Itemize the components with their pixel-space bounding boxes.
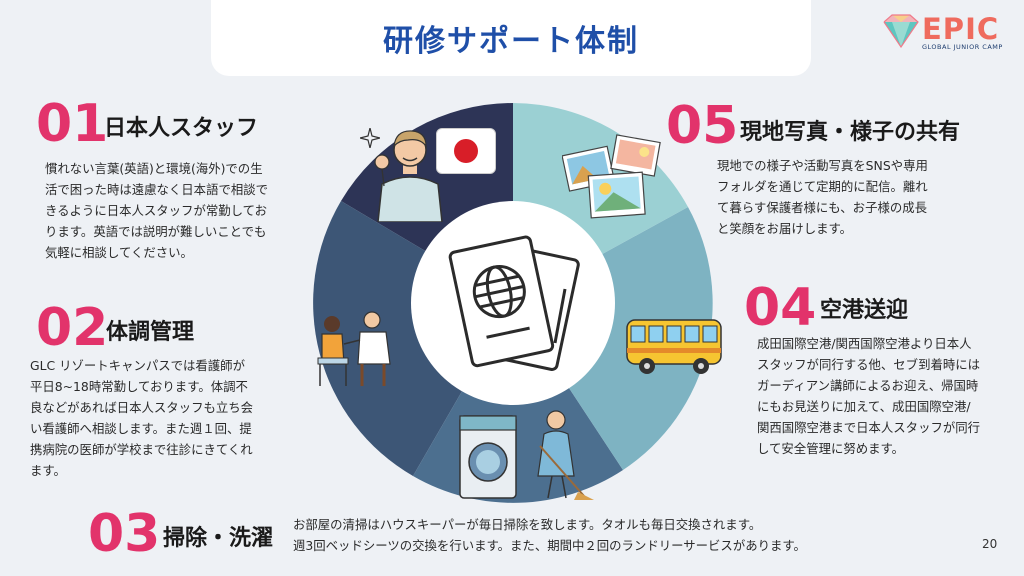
nurse-patient-icon	[317, 311, 391, 386]
text-line: 慣れない言葉(英語)と環境(海外)での生	[45, 161, 263, 176]
text-line: GLC リゾートキャンパスでは看護師が	[30, 358, 245, 373]
epic-logo: EPIC GLOBAL JUNIOR CAMP	[882, 12, 1012, 54]
text-line: にもお見送りに加えて、成田国際空港/	[757, 399, 971, 414]
text-line: 活で困った時は遠慮なく日本語で相談で	[45, 182, 269, 197]
section-01-heading: 日本人スタッフ	[104, 116, 259, 141]
title-banner: 研修サポート体制	[211, 0, 811, 76]
text-line: ます。	[30, 463, 66, 478]
page-title: 研修サポート体制	[383, 24, 639, 59]
text-line: と笑顔をお届けします。	[717, 221, 853, 236]
text-line: 成田国際空港/関西国際空港より日本人	[757, 336, 972, 351]
diamond-logo-icon	[883, 14, 919, 48]
section-04-number: 04	[744, 278, 817, 338]
segment-airport	[513, 207, 713, 470]
logo-word: EPIC	[922, 12, 1000, 46]
text-line: 関西国際空港まで日本人スタッフが同行	[757, 420, 981, 435]
cleaning-laundry-icon	[459, 410, 594, 500]
segment-health	[313, 201, 513, 476]
photos-icon	[562, 134, 661, 219]
text-line: い看護師へ相談します。また週１回、提	[30, 421, 252, 436]
text-line: て暮らす保護者様にも、お子様の成長	[717, 200, 928, 215]
section-01-number: 01	[36, 94, 109, 154]
section-03-text: お部屋の清掃はハウスキーパーが毎日掃除を致します。タオルも毎日交換されます。 週…	[293, 514, 806, 556]
school-bus-icon	[626, 319, 722, 374]
section-03-heading: 掃除・洗濯	[163, 526, 274, 551]
section-03-number: 03	[88, 504, 161, 564]
page-number: 20	[982, 537, 998, 551]
section-02-number: 02	[36, 298, 109, 358]
section-02-heading: 体調管理	[106, 320, 195, 345]
section-05-text: 現地での様子や活動写真をSNSや専用 フォルダを通じて定期的に配信。離れ て暮ら…	[717, 155, 928, 239]
support-wheel	[313, 103, 713, 503]
logo-subtitle: GLOBAL JUNIOR CAMP	[922, 43, 1003, 51]
text-line: 週3回ベッドシーツの交換を行います。また、期間中２回のランドリーサービスがありま…	[293, 538, 806, 553]
section-04-text: 成田国際空港/関西国際空港より日本人 スタッフが同行する他、セブ到着時には ガー…	[757, 333, 980, 459]
text-line: きるように日本人スタッフが常勤してお	[45, 203, 268, 218]
section-02-text: GLC リゾートキャンパスでは看護師が 平日8~18時常勤しております。体調不 …	[30, 355, 253, 481]
section-05-number: 05	[666, 96, 739, 156]
section-01-text: 慣れない言葉(英語)と環境(海外)での生 活で困った時は遠慮なく日本語で相談で …	[45, 158, 268, 263]
text-line: 良などがあれば日本人スタッフも立ち会	[30, 400, 254, 415]
section-05-heading: 現地写真・様子の共有	[740, 120, 961, 145]
text-line: して安全管理に努めます。	[757, 441, 905, 456]
text-line: 現地での様子や活動写真をSNSや専用	[717, 158, 928, 173]
text-line: ガーディアン講師によるお迎え、帰国時	[757, 378, 979, 393]
sparkle-icon	[360, 128, 380, 148]
text-line: 気軽に相談してください。	[45, 245, 193, 260]
passport-globe-icon	[448, 235, 580, 371]
text-line: スタッフが同行する他、セブ到着時には	[757, 357, 981, 372]
text-line: 携病院の医師が学校まで往診にきてくれ	[30, 442, 253, 457]
text-line: ります。英語では説明が難しいことでも	[45, 224, 267, 239]
japan-flag-icon	[436, 128, 496, 174]
japanese-staff-ok-icon	[374, 130, 443, 222]
text-line: フォルダを通じて定期的に配信。離れ	[717, 179, 928, 194]
text-line: 平日8~18時常勤しております。体調不	[30, 379, 248, 394]
section-04-heading: 空港送迎	[820, 298, 909, 323]
text-line: お部屋の清掃はハウスキーパーが毎日掃除を致します。タオルも毎日交換されます。	[293, 517, 762, 532]
